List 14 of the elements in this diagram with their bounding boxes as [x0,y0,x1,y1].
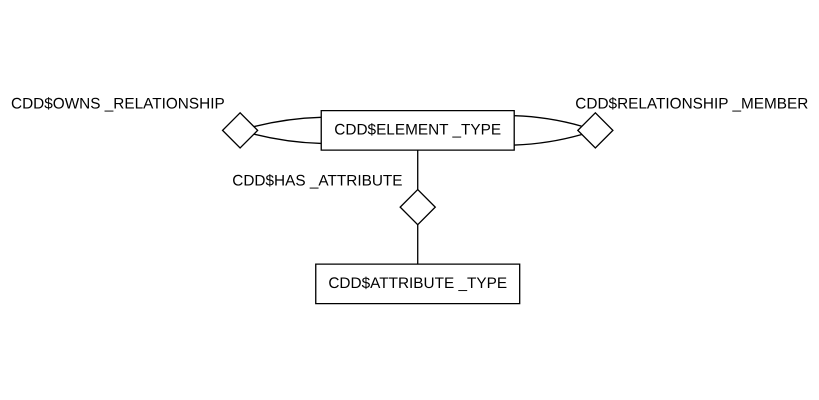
connector [417,224,418,264]
node-diamond [576,112,614,149]
connector [254,116,322,128]
connector [514,134,582,146]
node-label: CDD$HAS _ATTRIBUTE [232,172,403,190]
connector [417,150,418,190]
node-diamond [222,112,259,149]
node-label: CDD$OWNS _RELATIONSHIP [10,96,225,113]
connector [514,115,582,127]
node-diamond [399,188,436,226]
node-label: CDD$RELATIONSHIP _MEMBER [575,96,808,113]
node-box: CDD$ELEMENT _TYPE [320,110,515,151]
connector [254,134,322,144]
node-box: CDD$ATTRIBUTE _TYPE [315,263,520,304]
